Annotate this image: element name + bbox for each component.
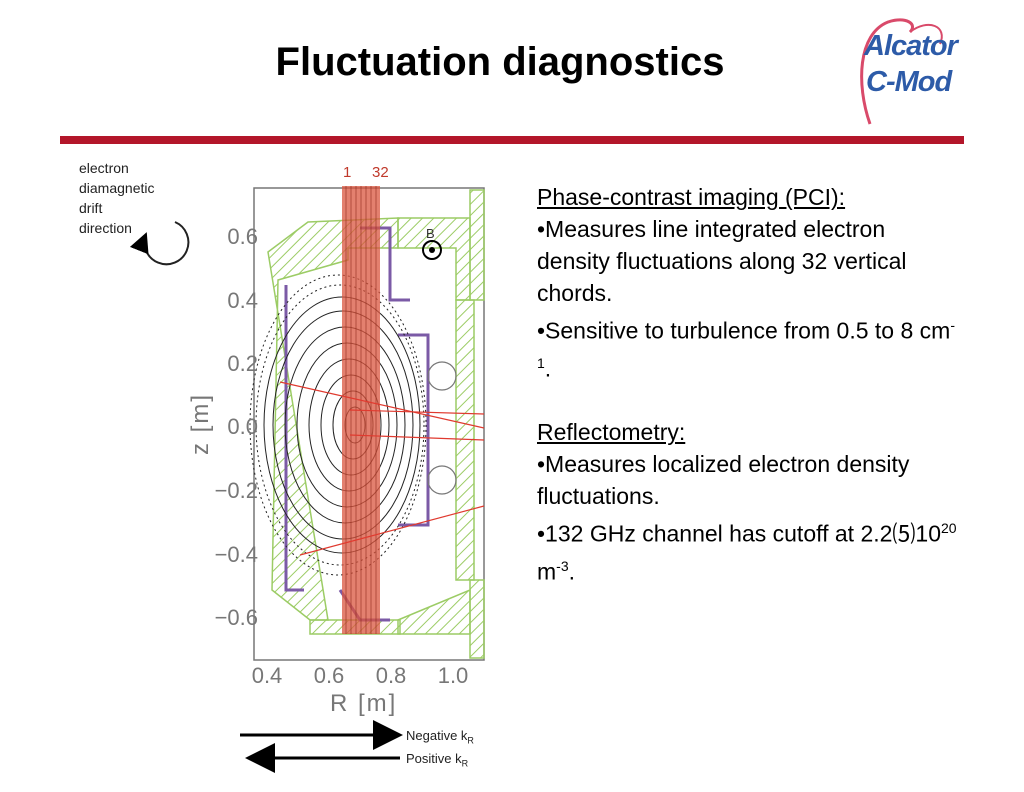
x-axis-label: R [m] xyxy=(330,690,398,717)
description-text: Phase-contrast imaging (PCI): •Measures … xyxy=(537,181,957,588)
positive-kr-label: Positive kR xyxy=(406,751,469,769)
logo-swoosh-icon xyxy=(860,18,943,125)
y-tick: −0.6 xyxy=(214,605,258,630)
channel-label-last: 32 xyxy=(372,164,389,181)
y-axis-label: z [m] xyxy=(187,393,214,455)
reflectometry-heading: Reflectometry: xyxy=(537,419,686,446)
b-field-label: B xyxy=(426,226,435,241)
b-field-marker-icon xyxy=(422,240,442,260)
reflectometry-rays xyxy=(279,381,485,556)
pci-geometry-figure: electron diamagnetic drift direction 1 3… xyxy=(60,150,520,780)
y-tick: −0.4 xyxy=(214,542,258,567)
slide-title: Fluctuation diagnostics xyxy=(275,40,725,84)
title-divider xyxy=(60,136,964,144)
y-tick: 0.2 xyxy=(227,351,258,376)
x-tick: 0.4 xyxy=(251,663,283,688)
reflectometry-bullet-2: •132 GHz channel has cutoff at 2.2⑸1020 … xyxy=(537,520,957,585)
tokamak-cross-section xyxy=(130,186,485,773)
y-tick: −0.2 xyxy=(214,478,258,503)
pci-heading: Phase-contrast imaging (PCI): xyxy=(537,184,846,210)
logo-text-cmod: C-Mod xyxy=(866,66,952,98)
negative-kr-label: Negative kR xyxy=(406,728,474,746)
pci-bullet-1: •Measures line integrated electron densi… xyxy=(537,216,907,306)
drift-direction-label: electron diamagnetic drift direction xyxy=(79,160,155,236)
channel-label-first: 1 xyxy=(343,164,352,181)
drift-direction-arrow-icon xyxy=(130,221,190,266)
y-tick: 0.6 xyxy=(227,224,258,249)
x-tick: 0.8 xyxy=(375,663,407,688)
y-tick: 0.0 xyxy=(227,414,258,439)
reflectometry-bullet-1: •Measures localized electron density flu… xyxy=(537,451,910,510)
pci-bullet-2: •Sensitive to turbulence from 0.5 to 8 c… xyxy=(537,317,955,382)
x-tick: 0.6 xyxy=(313,663,345,688)
logo-text-alcator: Alcator xyxy=(864,30,958,62)
port-circles xyxy=(427,361,457,495)
alcator-cmod-logo: Alcator C-Mod xyxy=(848,14,968,132)
x-tick: 1.0 xyxy=(437,663,469,688)
y-tick: 0.4 xyxy=(227,288,258,313)
